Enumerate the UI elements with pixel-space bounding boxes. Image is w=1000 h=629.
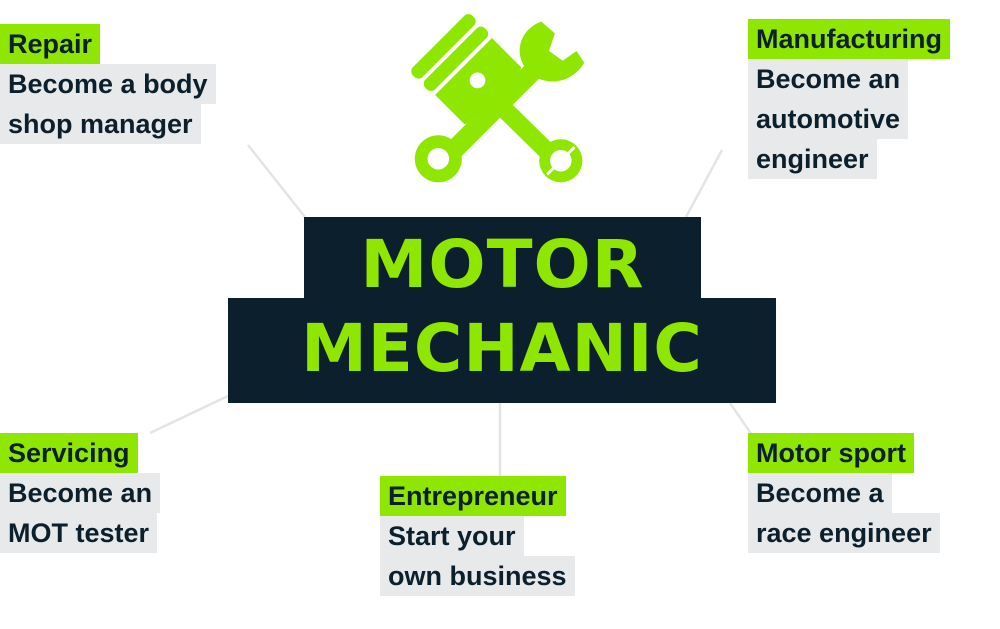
- category-label: Motor sport: [748, 433, 914, 473]
- description-line: Become a: [748, 473, 892, 513]
- connector-manufacturing: [684, 149, 724, 218]
- career-node-servicing: Servicing Become an MOT tester: [0, 433, 161, 553]
- career-node-manufacturing: Manufacturing Become an automotive engin…: [748, 19, 950, 179]
- category-label: Entrepreneur: [380, 476, 566, 516]
- title-line-motor: MOTOR: [360, 226, 645, 303]
- description-line: own business: [380, 556, 575, 596]
- connector-servicing: [149, 394, 229, 435]
- description-line: MOT tester: [0, 513, 158, 553]
- connector-motor-sport: [728, 402, 754, 436]
- career-node-repair: Repair Become a body shop manager: [0, 24, 216, 144]
- description-line: engineer: [748, 139, 877, 179]
- title-banner-bottom: [228, 298, 776, 403]
- description-line: Become a body: [0, 64, 216, 104]
- piston-and-wrench-icon: [404, 10, 600, 190]
- description-line: race engineer: [748, 513, 940, 553]
- description-line: Start your: [380, 516, 524, 556]
- category-label: Repair: [0, 24, 101, 64]
- description-line: shop manager: [0, 104, 201, 144]
- category-label: Servicing: [0, 433, 138, 473]
- connector-repair: [247, 144, 306, 218]
- description-line: Become an: [0, 473, 161, 513]
- description-line: automotive: [748, 99, 909, 139]
- title-line-mechanic: MECHANIC: [301, 310, 703, 387]
- career-node-motor-sport: Motor sport Become a race engineer: [748, 433, 940, 553]
- title-banner-top: [304, 217, 701, 299]
- description-line: Become an: [748, 59, 909, 99]
- career-node-entrepreneur: Entrepreneur Start your own business: [380, 476, 575, 596]
- category-label: Manufacturing: [748, 19, 950, 59]
